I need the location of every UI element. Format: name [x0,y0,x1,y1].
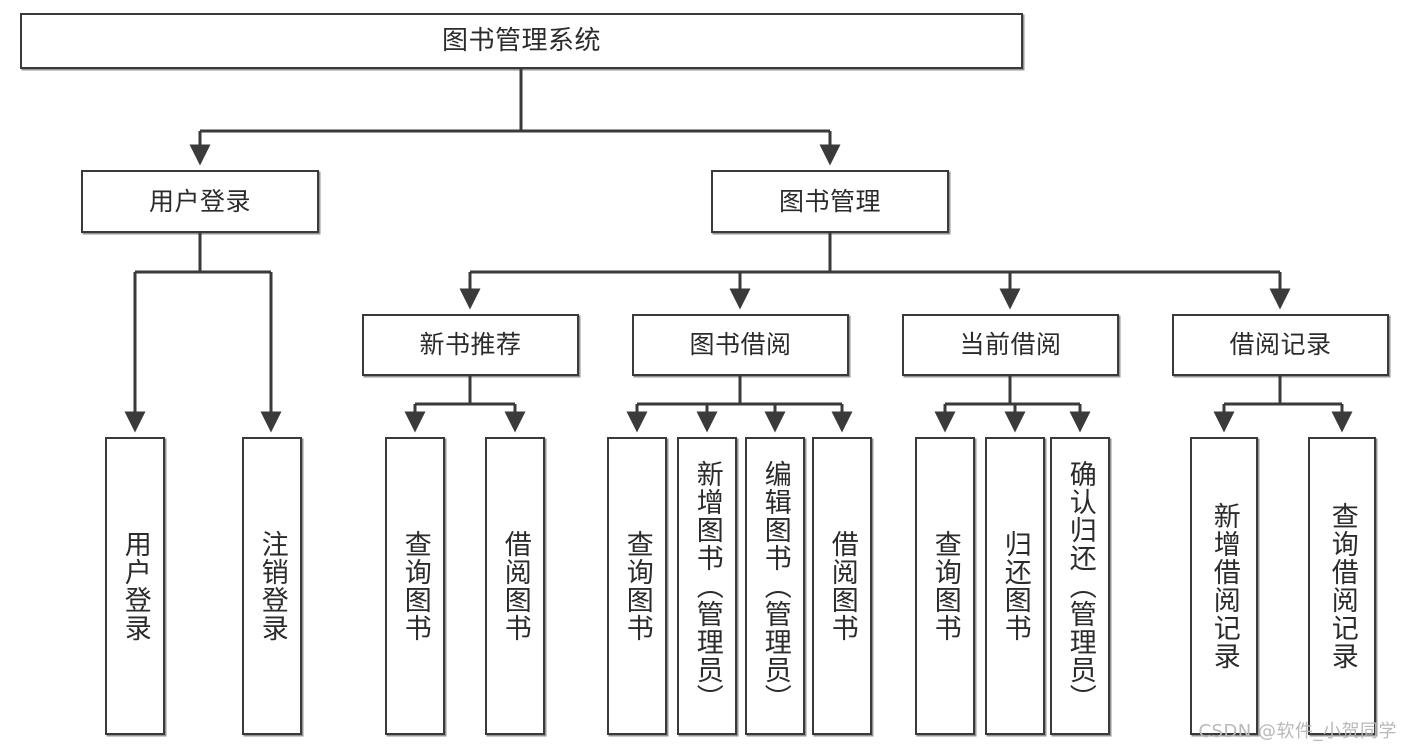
node-label: 编辑图书（管理员） [759,460,791,712]
node-label: 借阅图书 [499,530,531,642]
leaf-edit-book-admin[interactable]: 编辑图书（管理员） [745,437,805,735]
node-book-borrow[interactable]: 图书借阅 [632,314,849,376]
node-label: 借阅记录 [1229,330,1332,360]
watermark: CSDN @软件_小贺同学 [1198,721,1397,742]
node-root-system[interactable]: 图书管理系统 [20,13,1023,69]
node-label: 查询图书 [621,530,653,642]
node-current-borrow[interactable]: 当前借阅 [902,314,1119,376]
leaf-query-book-newbook[interactable]: 查询图书 [385,437,445,735]
leaf-add-borrow-record[interactable]: 新增借阅记录 [1190,437,1258,735]
node-label: 查询图书 [929,530,961,642]
leaf-logout[interactable]: 注销登录 [242,437,302,735]
node-label: 归还图书 [999,530,1031,642]
node-label: 新书推荐 [419,330,522,360]
node-label: 图书借阅 [689,330,792,360]
leaf-query-book-current[interactable]: 查询图书 [915,437,975,735]
node-user-login[interactable]: 用户登录 [81,170,319,233]
node-label: 当前借阅 [959,330,1062,360]
node-label: 新增借阅记录 [1208,502,1240,670]
leaf-confirm-return-admin[interactable]: 确认归还（管理员） [1050,437,1110,735]
leaf-borrow-book[interactable]: 借阅图书 [812,437,872,735]
leaf-borrow-book-newbook[interactable]: 借阅图书 [485,437,545,735]
node-label: 确认归还（管理员） [1064,460,1096,712]
leaf-query-book-borrow[interactable]: 查询图书 [607,437,667,735]
node-borrow-record[interactable]: 借阅记录 [1172,314,1389,376]
node-label: 新增图书（管理员） [691,460,723,712]
leaf-user-login[interactable]: 用户登录 [105,437,165,735]
node-label: 用户登录 [148,186,251,216]
node-new-book-recommend[interactable]: 新书推荐 [362,314,579,376]
node-label: 查询借阅记录 [1326,502,1358,670]
node-label: 图书管理 [778,186,881,216]
node-label: 查询图书 [399,530,431,642]
leaf-query-borrow-record[interactable]: 查询借阅记录 [1308,437,1376,735]
node-label: 注销登录 [256,530,288,642]
node-label: 借阅图书 [826,530,858,642]
leaf-add-book-admin[interactable]: 新增图书（管理员） [677,437,737,735]
leaf-return-book[interactable]: 归还图书 [985,437,1045,735]
node-label: 图书管理系统 [441,25,601,56]
node-label: 用户登录 [119,530,151,642]
node-book-management[interactable]: 图书管理 [711,170,949,233]
